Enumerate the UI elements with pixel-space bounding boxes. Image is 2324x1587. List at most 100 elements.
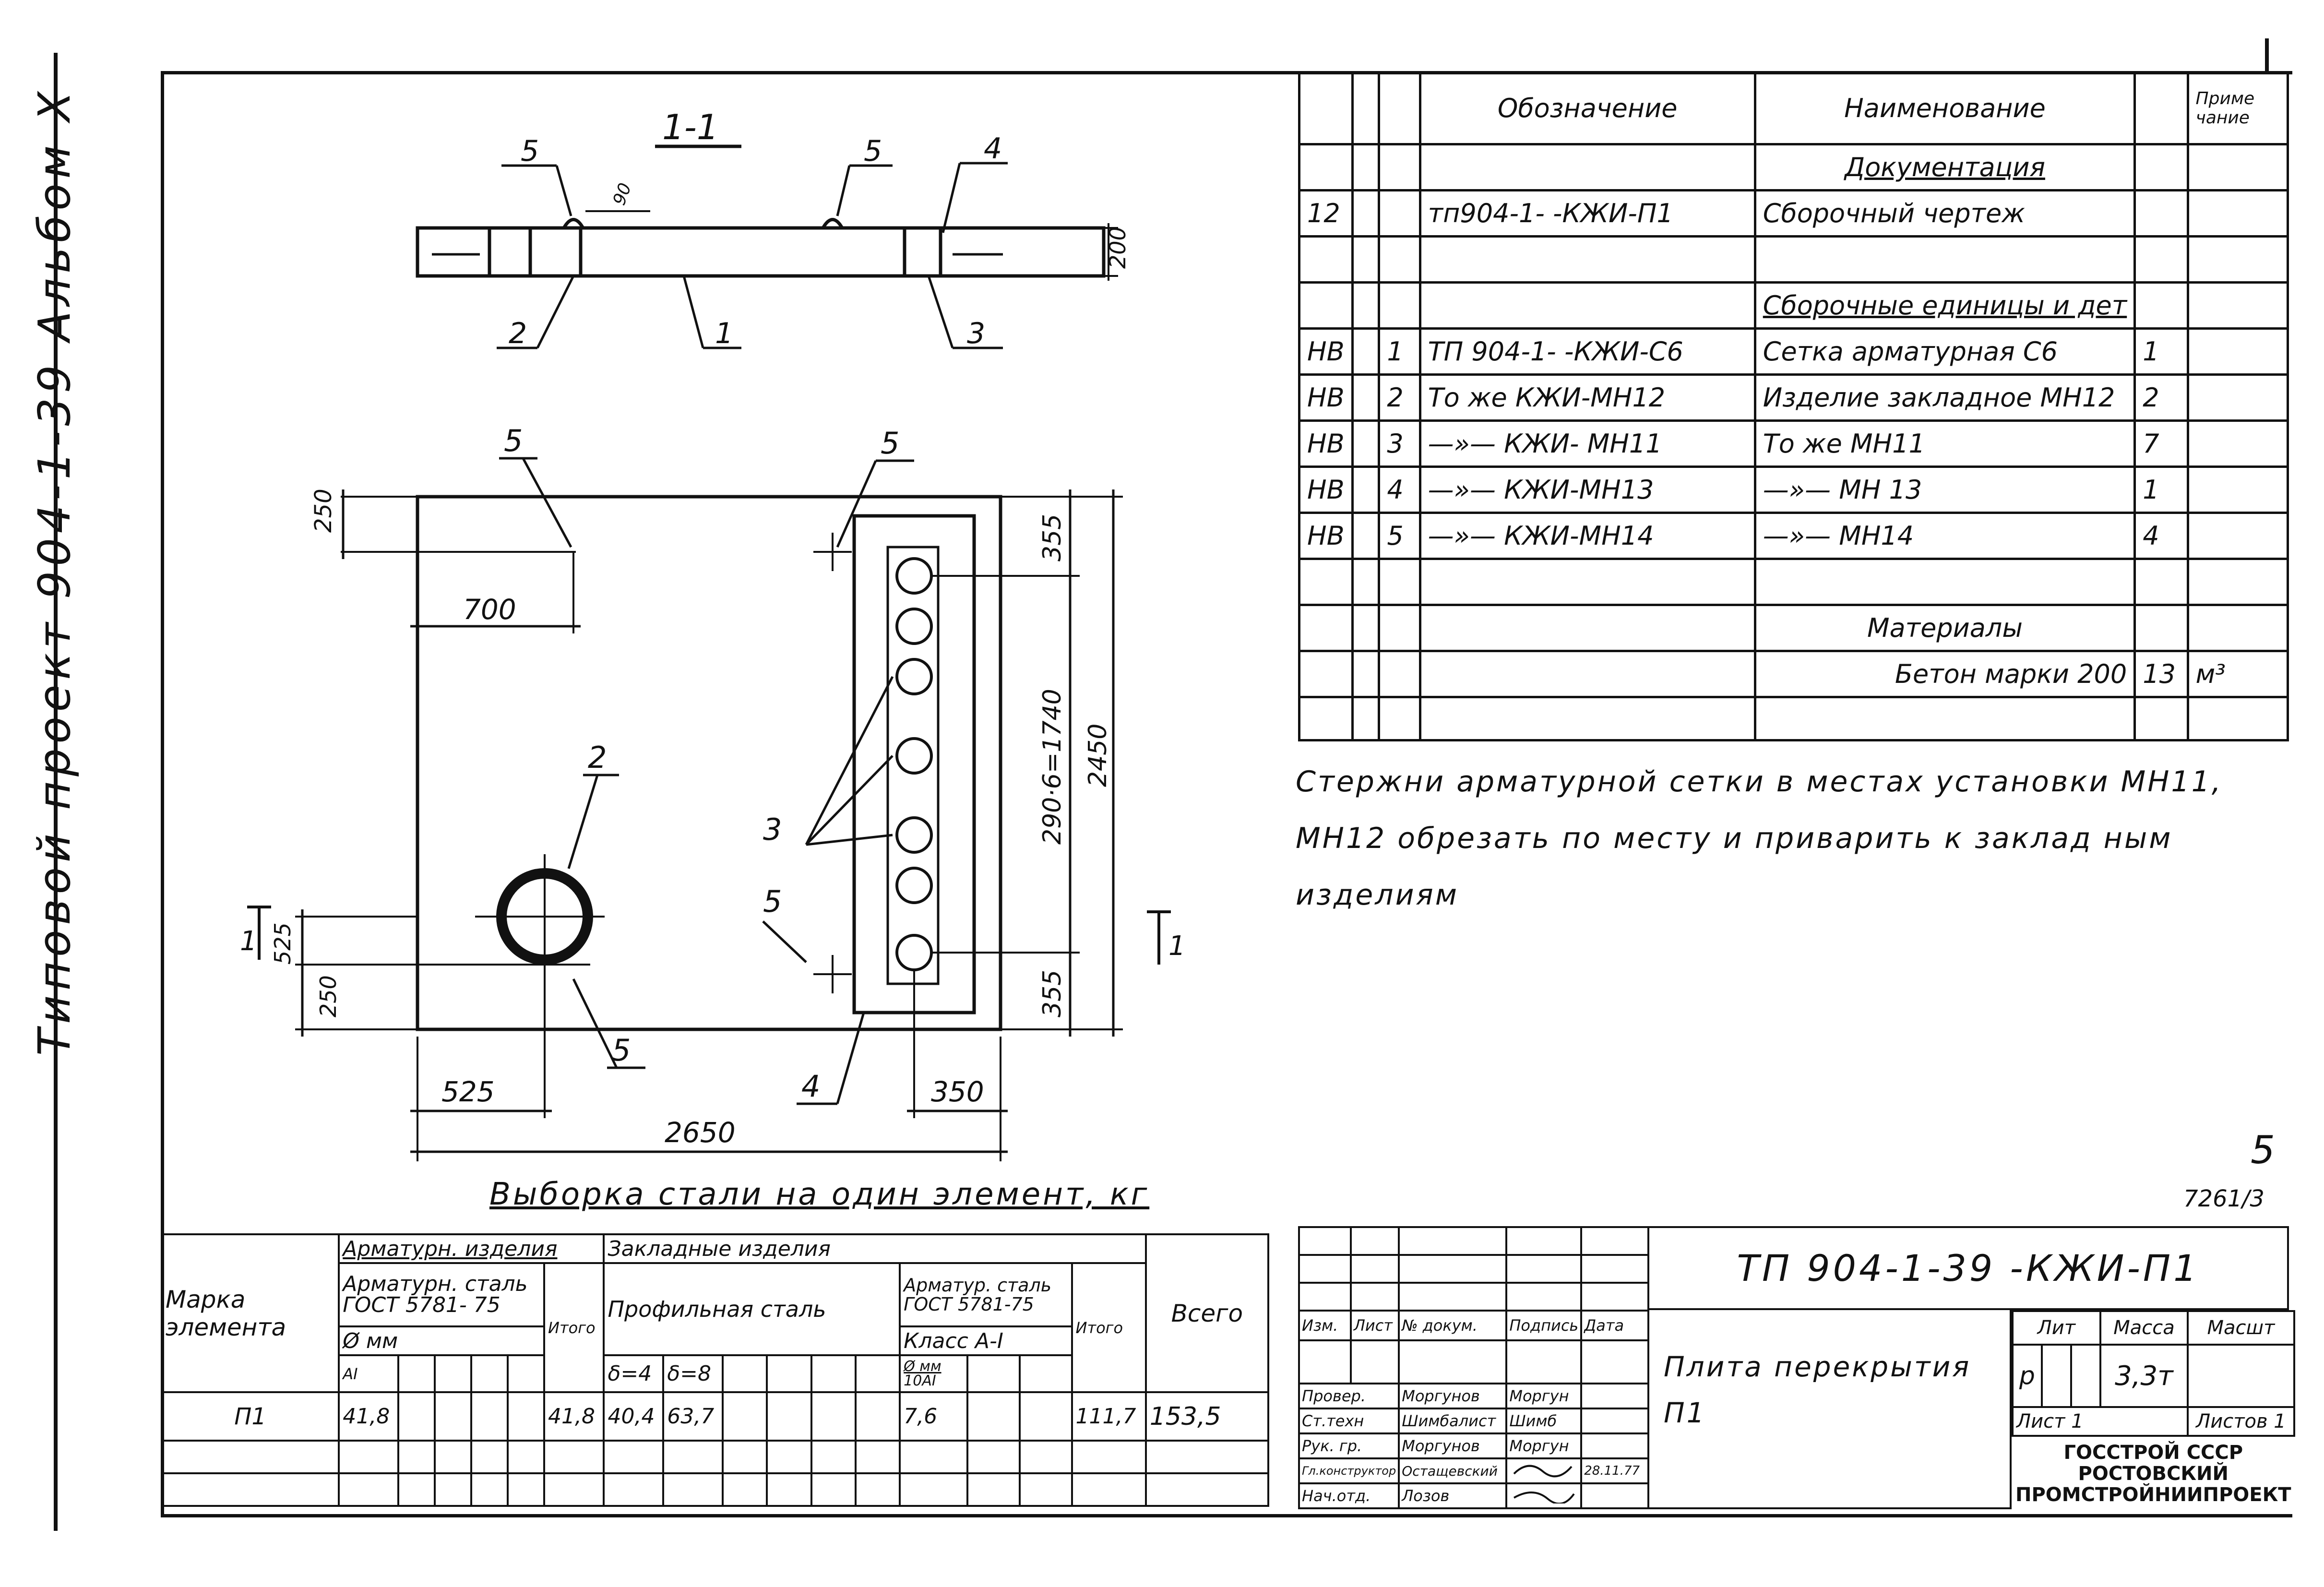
signer-role: Гл.конструктор xyxy=(1298,1457,1400,1484)
spec-qty: 2 xyxy=(2133,373,2189,422)
signature-row: Нач.отд. Лозов xyxy=(1298,1482,1649,1509)
spec-header-row: Обозначение Наименование Приме чание xyxy=(1298,71,2289,145)
table-row: П1 41,8 41,8 40,4 63,7 7,6 111,7 153,5 xyxy=(160,1391,1270,1442)
lit-header: Лит xyxy=(2012,1310,2101,1346)
signature-row: Провер. Моргунов Моргун xyxy=(1298,1383,1649,1409)
signer-name: Лозов xyxy=(1398,1482,1508,1509)
section-1-1-drawing: 1-1 200 90 5 5 4 2 1 3 xyxy=(416,107,1131,350)
mass-value: 3,3т xyxy=(2099,1344,2189,1408)
steel-header-d8: δ=8 xyxy=(662,1354,724,1394)
section-callout-5b: 5 xyxy=(864,134,882,168)
section-callout-2: 2 xyxy=(509,317,527,350)
title-block-signatures: Изм. Лист № докум. Подпись Дата Провер. … xyxy=(1298,1226,1649,1509)
dim-right-bottom: 355 xyxy=(1038,970,1067,1017)
dim-left-offset: 700 xyxy=(463,593,516,626)
plan-callout-3: 3 xyxy=(763,812,782,847)
spec-qty: 1 xyxy=(2133,327,2189,376)
signature-header-row: Изм. Лист № докум. Подпись Дата xyxy=(1298,1310,1649,1341)
spec-name: Бетон марки 200 xyxy=(1753,650,2136,698)
plan-callout-2: 2 xyxy=(588,740,607,775)
spec-section-docs: Документация xyxy=(1753,143,2136,191)
section-callout-5a: 5 xyxy=(521,134,539,168)
table-row: НВ 3 —»— КЖИ- МН11 То же МН11 7 xyxy=(1298,419,2289,468)
signer-sign: Моргун xyxy=(1505,1383,1583,1409)
signer-name: Моргунов xyxy=(1398,1383,1508,1409)
signer-role: Провер. xyxy=(1298,1383,1400,1409)
title-block-info: Лит Масса Масшт р 3,3т Лист 1 Листов 1 Г… xyxy=(2011,1310,2295,1510)
specification-table: Обозначение Наименование Приме чание Док… xyxy=(1298,71,2289,741)
spec-header-name: Наименование xyxy=(1753,71,2136,145)
dim-bottom-right: 350 xyxy=(931,1075,984,1108)
mass-header: Масса xyxy=(2099,1310,2189,1346)
steel-header-itogo-2: Итого xyxy=(1071,1262,1147,1394)
spec-designation: —»— КЖИ-МН14 xyxy=(1418,512,1756,560)
spec-name: То же МН11 xyxy=(1753,419,2136,468)
embedded-plate-strip xyxy=(852,514,976,1014)
spec-pos: 5 xyxy=(1378,512,1421,560)
spec-format: НВ xyxy=(1298,373,1354,422)
lit-value: р xyxy=(2012,1344,2043,1408)
col-list: Лист xyxy=(1349,1310,1400,1341)
steel-row-a1: 41,8 xyxy=(338,1391,399,1442)
spec-pos: 3 xyxy=(1378,419,1421,468)
spec-name: Изделие закладное МН12 xyxy=(1753,373,2136,422)
section-callout-1: 1 xyxy=(715,317,733,350)
spec-section-row: Сборочные единицы и дет xyxy=(1298,281,2289,330)
dim-overall-width: 2650 xyxy=(665,1116,736,1149)
plan-slab-outline xyxy=(416,495,1002,1031)
spec-format: 12 xyxy=(1298,189,1354,238)
signature-row: Рук. гр. Моргунов Моргун xyxy=(1298,1432,1649,1459)
spec-designation: —»— КЖИ- МН11 xyxy=(1418,419,1756,468)
steel-row-d4: 40,4 xyxy=(603,1391,665,1442)
signer-sign: Шимб xyxy=(1505,1408,1583,1434)
dim-right-top: 355 xyxy=(1038,514,1067,561)
steel-row-itogo2: 111,7 xyxy=(1071,1391,1147,1442)
page-number: 5 xyxy=(2251,1128,2275,1172)
spec-note: м³ xyxy=(2186,650,2289,698)
signer-name: Моргунов xyxy=(1398,1432,1508,1459)
section-title: 1-1 xyxy=(662,107,719,147)
scale-header: Масшт xyxy=(2187,1310,2295,1346)
steel-header-dmm: Ø мм xyxy=(338,1325,546,1357)
signature-row: Гл.конструктор Остащевский 28.11.77 xyxy=(1298,1457,1649,1484)
table-row: НВ 1 ТП 904-1- -КЖИ-С6 Сетка арматурная … xyxy=(1298,327,2289,376)
plan-callout-5c: 5 xyxy=(763,884,782,919)
lifting-loop-left xyxy=(562,218,585,229)
spec-qty: 4 xyxy=(2133,512,2189,560)
spec-section-materials: Материалы xyxy=(1753,604,2136,652)
dim-top-offset: 250 xyxy=(310,489,337,533)
spec-pos: 2 xyxy=(1378,373,1421,422)
table-row: НВ 4 —»— КЖИ-МН13 —»— МН 13 1 xyxy=(1298,465,2289,514)
steel-header-a1: АI xyxy=(338,1354,399,1394)
section-dim-height: 200 xyxy=(1105,227,1131,269)
steel-schedule-table: Марка элемента Арматурн. изделия Закладн… xyxy=(160,1233,1270,1507)
spec-section-row: Документация xyxy=(1298,143,2289,191)
spec-format: НВ xyxy=(1298,419,1354,468)
drawing-note: Стержни арматурной сетки в местах устано… xyxy=(1296,765,2223,912)
steel-row-itogo1: 41,8 xyxy=(543,1391,605,1442)
steel-header-dmm2: Ø мм xyxy=(904,1358,942,1375)
table-row: НВ 2 То же КЖИ-МН12 Изделие закладное МН… xyxy=(1298,373,2289,422)
signer-sign: Моргун xyxy=(1505,1432,1583,1459)
table-row: 12 тп904-1- -КЖИ-П1 Сборочный чертеж xyxy=(1298,189,2289,238)
dim-left-lower: 525 xyxy=(270,922,296,965)
spec-qty: 13 xyxy=(2133,650,2189,698)
lifting-loop-right xyxy=(821,218,844,229)
plan-callout-5d: 5 xyxy=(612,1033,631,1068)
plan-callout-4: 4 xyxy=(801,1069,820,1104)
signer-role: Рук. гр. xyxy=(1298,1432,1400,1459)
plan-callout-5a: 5 xyxy=(504,423,523,458)
sheet-number: Лист 1 xyxy=(2011,1406,2189,1437)
col-izm: Изм. xyxy=(1298,1310,1352,1341)
table-row: Бетон марки 200 13 м³ xyxy=(1298,650,2289,698)
steel-row-d8: 63,7 xyxy=(662,1391,724,1442)
spec-header-designation: Обозначение xyxy=(1418,71,1756,145)
signature-scribble xyxy=(1514,1492,1575,1505)
spec-designation: То же КЖИ-МН12 xyxy=(1418,373,1756,422)
steel-row-total: 153,5 xyxy=(1144,1391,1270,1442)
spec-name: Сборочный чертеж xyxy=(1753,189,2136,238)
steel-header-klass: Класс А-I xyxy=(899,1325,1073,1357)
plan-callout-5b: 5 xyxy=(881,426,899,461)
drawing-title: Плита перекрытия П1 xyxy=(1649,1310,2012,1509)
steel-header-armstal: Арматур. сталь ГОСТ 5781-75 xyxy=(899,1262,1073,1327)
